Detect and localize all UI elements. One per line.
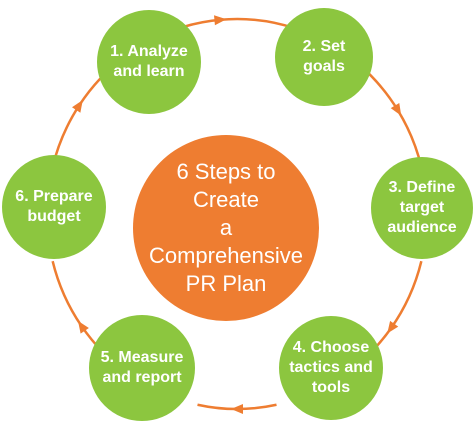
step-6-label: 6. Prepare budget [15, 188, 93, 225]
center-title: 6 Steps to Create a Comprehensive PR Pla… [148, 159, 304, 296]
step-1-analyze-and-learn: 1. Analyze and learn [97, 10, 201, 114]
cycle-arrow-1 [214, 15, 227, 26]
cycle-arrow-2 [390, 102, 402, 116]
step-6-prepare-budget: 6. Prepare budget [2, 155, 106, 259]
step-2-set-goals: 2. Set goals [275, 8, 373, 106]
step-3-label: 3. Define target audience [387, 179, 457, 236]
step-2-label: 2. Set goals [302, 38, 346, 75]
step-4-choose-tactics-and-tools: 4. Choose tactics and tools [279, 316, 383, 420]
step-5-measure-and-report: 5. Measure and report [89, 315, 195, 421]
cycle-arc-2 [358, 63, 423, 168]
cycle-arrow-3 [387, 320, 399, 334]
step-3-define-target-audience: 3. Define target audience [371, 157, 473, 259]
cycle-arrow-6 [72, 99, 83, 113]
cycle-arrow-4 [231, 404, 243, 414]
step-1-label: 1. Analyze and learn [110, 43, 188, 80]
center-circle: 6 Steps to Create a Comprehensive PR Pla… [133, 135, 319, 321]
cycle-arrow-5 [77, 320, 89, 334]
step-5-label: 5. Measure and report [100, 349, 184, 386]
step-4-label: 4. Choose tactics and tools [289, 339, 373, 396]
